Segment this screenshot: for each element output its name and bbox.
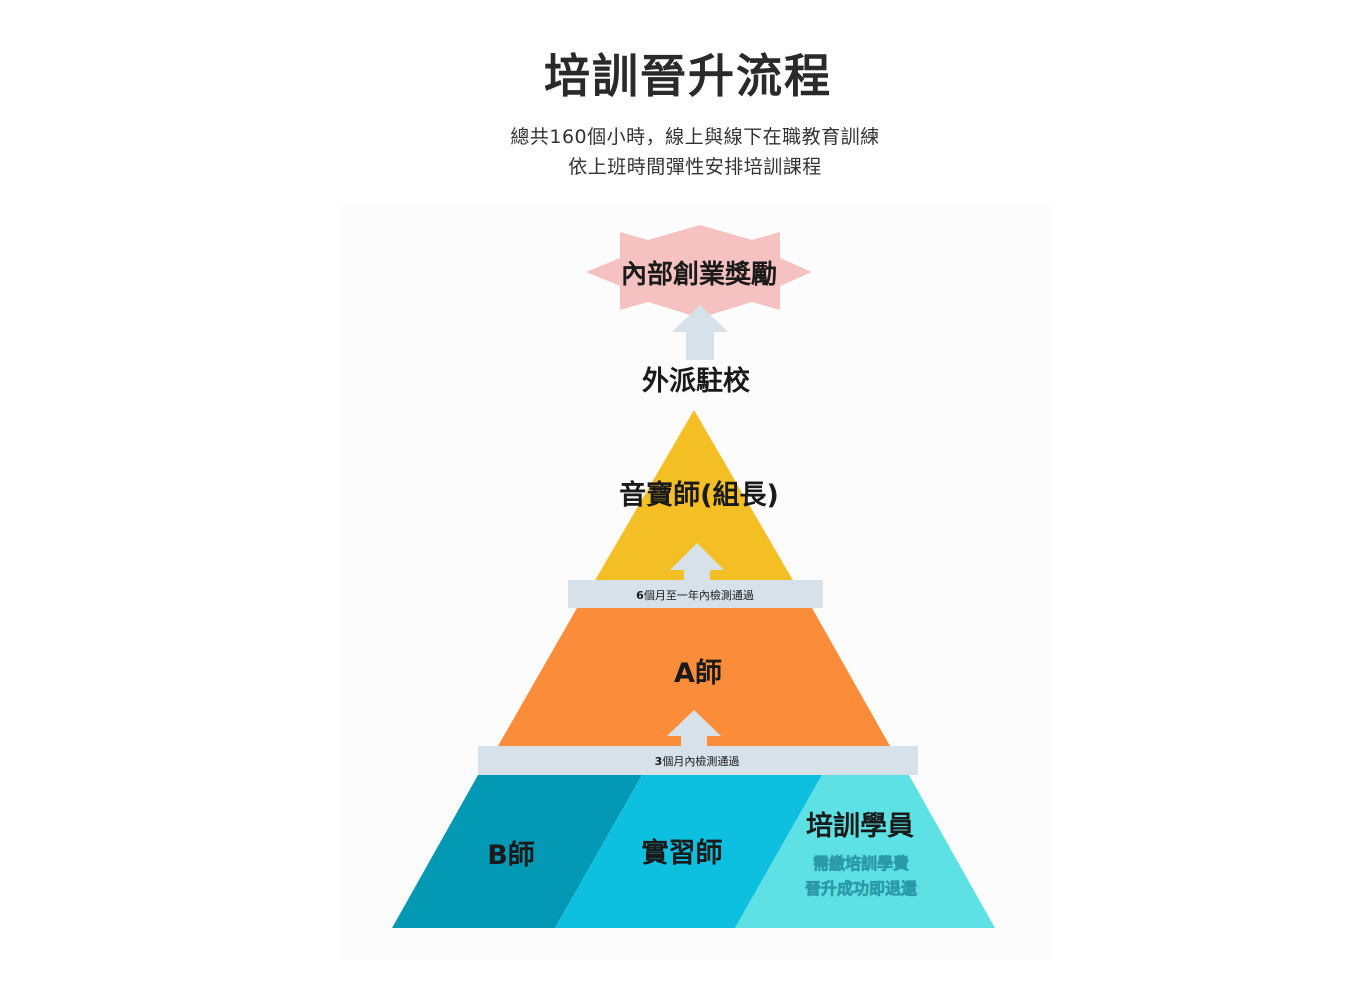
arrow-up-icon — [672, 305, 728, 360]
level-bottom-segment-3-note-1: 需繳培訓學費 — [813, 854, 909, 873]
level-bottom-segment-3-note-2: 晉升成功即退還 — [805, 879, 918, 898]
reward-star-shape — [586, 225, 812, 318]
reward-label: 內部創業獎勵 — [621, 260, 777, 290]
level-bottom-segment-1-shape — [392, 775, 642, 928]
level-top-label: 音寶師(組長) — [619, 479, 779, 511]
level-bottom-segment-3-label: 培訓學員 — [806, 810, 914, 842]
arrow-up-icon — [667, 710, 721, 748]
subtitle-line-2: 依上班時間彈性安排培訓課程 — [568, 156, 822, 178]
subtitle-line-1: 總共160個小時，線上與線下在職教育訓練 — [510, 126, 880, 148]
upper-band-text: 個月至一年內檢測通過 — [644, 588, 754, 602]
upper-band-prefix: 6 — [636, 589, 644, 602]
arrow-up-icon — [670, 543, 724, 582]
level-bottom-segment-2-label: 實習師 — [642, 837, 723, 869]
level-middle-shape — [498, 608, 890, 746]
level-bottom-segment-2-shape — [555, 775, 822, 928]
level-bottom-segment-1-label: B師 — [487, 840, 535, 871]
level-top-shape — [594, 410, 794, 582]
level-bottom-segment-3-shape — [735, 775, 995, 928]
lower-band — [478, 746, 918, 775]
upper-band-label: 6個月至一年內檢測通過 — [636, 588, 754, 602]
lower-band-text: 個月內檢測通過 — [662, 754, 739, 768]
lower-band-label: 3個月內檢測通過 — [655, 754, 740, 768]
page-title: 培訓晉升流程 — [544, 49, 832, 103]
level-middle-label: A師 — [674, 658, 722, 689]
lower-band-prefix: 3 — [655, 755, 663, 768]
upper-band — [568, 580, 823, 608]
step-external-assignment: 外派駐校 — [642, 365, 750, 397]
